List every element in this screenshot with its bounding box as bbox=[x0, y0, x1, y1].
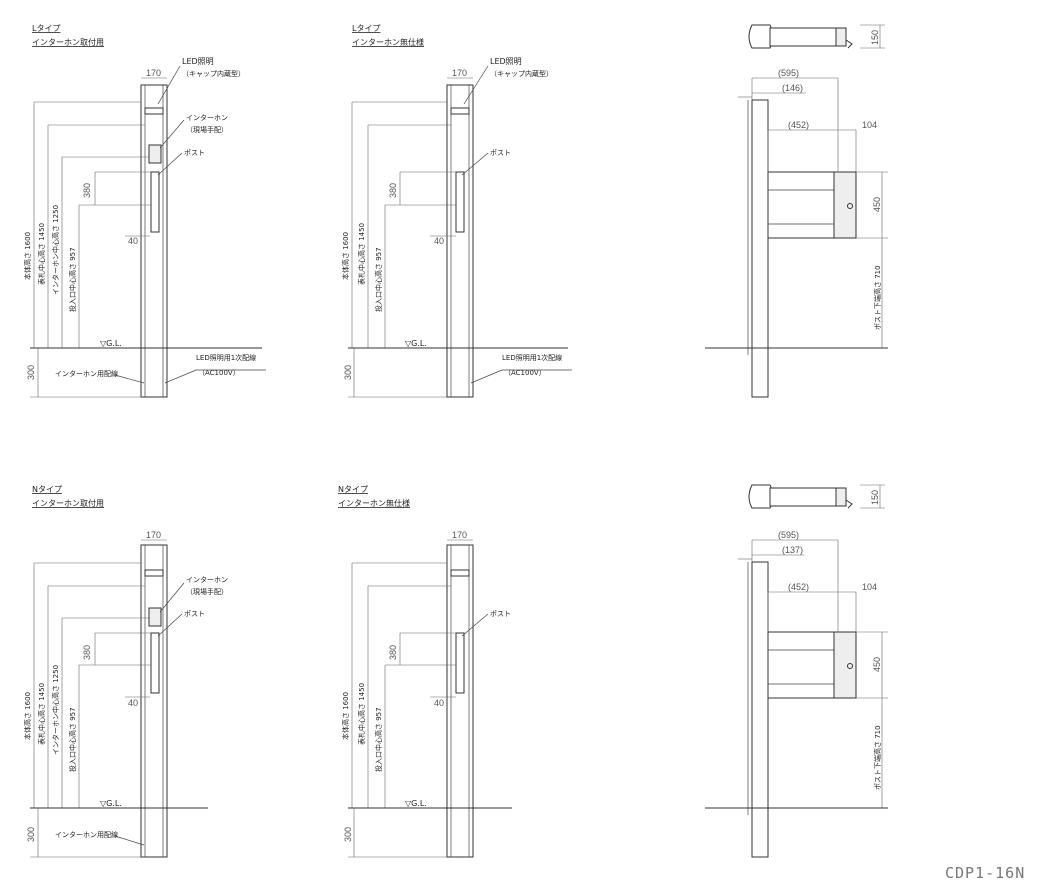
svg-text:▽G.L.: ▽G.L. bbox=[100, 339, 122, 348]
svg-text:450: 450 bbox=[872, 197, 882, 212]
svg-text:ポスト: ポスト bbox=[490, 149, 511, 157]
svg-text:▽G.L.: ▽G.L. bbox=[100, 799, 122, 808]
svg-text:170: 170 bbox=[452, 68, 467, 78]
svg-text:380: 380 bbox=[388, 645, 398, 660]
svg-text:150: 150 bbox=[870, 30, 880, 45]
panel-type-label: Nタイプ bbox=[338, 485, 368, 494]
panel-l-with-intercom: Lタイプ インターホン取付用 170 380 40 本体高さ 1600 表札中心… bbox=[23, 24, 266, 398]
panel-sub-label: インターホン無仕様 bbox=[338, 498, 410, 508]
svg-text:インターホン: インターホン bbox=[186, 113, 228, 122]
svg-text:150: 150 bbox=[870, 490, 880, 505]
svg-text:▽G.L.: ▽G.L. bbox=[405, 799, 427, 808]
svg-text:（現場手配）: （現場手配） bbox=[186, 587, 228, 596]
svg-text:LED照明用1次配線: LED照明用1次配線 bbox=[196, 353, 256, 362]
svg-text:投入口中心高さ 957: 投入口中心高さ 957 bbox=[374, 247, 383, 312]
post-slot bbox=[455, 632, 465, 694]
svg-text:表札中心高さ 1450: 表札中心高さ 1450 bbox=[37, 223, 46, 285]
svg-text:本体高さ 1600: 本体高さ 1600 bbox=[341, 692, 350, 740]
post-slot bbox=[150, 632, 160, 694]
svg-text:300: 300 bbox=[26, 365, 36, 380]
svg-text:(452): (452) bbox=[788, 582, 809, 592]
svg-text:(595): (595) bbox=[778, 530, 799, 540]
svg-text:本体高さ 1600: 本体高さ 1600 bbox=[23, 232, 32, 280]
svg-text:（キャップ内蔵型）: （キャップ内蔵型） bbox=[490, 69, 553, 78]
panel-n-with-intercom: Nタイプ インターホン取付用 170 380 40 本体高さ 1600 表札中心… bbox=[23, 485, 228, 858]
svg-text:ポスト: ポスト bbox=[490, 610, 511, 618]
svg-text:380: 380 bbox=[82, 183, 92, 198]
svg-text:300: 300 bbox=[26, 827, 36, 842]
panel-l-side-view: 150 (595) (146) (452) 104 450 ポスト下端高さ 71… bbox=[705, 24, 888, 398]
panel-type-label: Nタイプ bbox=[32, 485, 62, 494]
panel-type-label: Lタイプ bbox=[32, 24, 60, 33]
panel-n-side-view: 150 (595) (137) (452) 104 450 ポスト下端高さ 71… bbox=[705, 484, 888, 858]
svg-text:（AC100V）: （AC100V） bbox=[504, 369, 546, 377]
drawing-code: CDP1-16N bbox=[945, 864, 1025, 882]
svg-text:インターホン用配線: インターホン用配線 bbox=[55, 369, 118, 378]
svg-text:表札中心高さ 1450: 表札中心高さ 1450 bbox=[357, 683, 366, 745]
svg-text:表札中心高さ 1450: 表札中心高さ 1450 bbox=[37, 683, 46, 745]
panel-l-without-intercom: Lタイプ インターホン無仕様 170 380 40 本体高さ 1600 表札中心… bbox=[341, 24, 572, 398]
svg-text:インターホン中心高さ 1250: インターホン中心高さ 1250 bbox=[51, 665, 60, 755]
svg-text:170: 170 bbox=[452, 530, 467, 540]
svg-text:(595): (595) bbox=[778, 68, 799, 78]
svg-text:40: 40 bbox=[434, 236, 444, 246]
svg-text:40: 40 bbox=[128, 236, 138, 246]
svg-text:（現場手配）: （現場手配） bbox=[186, 125, 228, 134]
pole-side bbox=[751, 99, 769, 398]
svg-text:ポスト下端高さ 710: ポスト下端高さ 710 bbox=[873, 265, 882, 330]
svg-text:380: 380 bbox=[82, 645, 92, 660]
svg-text:LED照明: LED照明 bbox=[490, 57, 522, 66]
intercom-unit bbox=[148, 607, 162, 627]
svg-text:本体高さ 1600: 本体高さ 1600 bbox=[341, 232, 350, 280]
pole-side bbox=[751, 561, 769, 858]
svg-text:LED照明用1次配線: LED照明用1次配線 bbox=[502, 353, 562, 362]
svg-text:LED照明: LED照明 bbox=[182, 57, 214, 66]
post-door bbox=[833, 631, 857, 699]
panel-sub-label: インターホン取付用 bbox=[32, 498, 104, 508]
svg-text:表札中心高さ 1450: 表札中心高さ 1450 bbox=[357, 223, 366, 285]
svg-text:450: 450 bbox=[872, 657, 882, 672]
svg-text:本体高さ 1600: 本体高さ 1600 bbox=[23, 692, 32, 740]
post-body bbox=[767, 631, 835, 699]
svg-text:40: 40 bbox=[434, 698, 444, 708]
svg-text:投入口中心高さ 957: 投入口中心高さ 957 bbox=[374, 707, 383, 772]
svg-text:300: 300 bbox=[343, 365, 353, 380]
svg-text:ポスト: ポスト bbox=[184, 149, 205, 157]
svg-text:インターホン: インターホン bbox=[186, 575, 228, 584]
svg-text:(146): (146) bbox=[782, 83, 803, 93]
post-slot bbox=[150, 171, 160, 233]
svg-text:104: 104 bbox=[862, 120, 877, 130]
svg-text:投入口中心高さ 957: 投入口中心高さ 957 bbox=[68, 707, 77, 772]
svg-text:300: 300 bbox=[343, 827, 353, 842]
svg-text:104: 104 bbox=[862, 582, 877, 592]
post-body bbox=[767, 171, 835, 239]
svg-text:(452): (452) bbox=[788, 120, 809, 130]
panel-sub-label: インターホン無仕様 bbox=[352, 37, 424, 47]
svg-text:インターホン中心高さ 1250: インターホン中心高さ 1250 bbox=[51, 205, 60, 295]
post-slot bbox=[455, 171, 465, 233]
svg-text:170: 170 bbox=[146, 530, 161, 540]
svg-text:▽G.L.: ▽G.L. bbox=[405, 339, 427, 348]
svg-text:投入口中心高さ 957: 投入口中心高さ 957 bbox=[68, 247, 77, 312]
svg-text:（AC100V）: （AC100V） bbox=[198, 369, 240, 377]
panel-sub-label: インターホン取付用 bbox=[32, 37, 104, 47]
svg-text:(137): (137) bbox=[782, 545, 803, 555]
svg-text:インターホン用配線: インターホン用配線 bbox=[55, 830, 118, 839]
svg-text:380: 380 bbox=[388, 183, 398, 198]
post-door bbox=[833, 171, 857, 239]
svg-text:ポスト: ポスト bbox=[184, 610, 205, 618]
svg-text:170: 170 bbox=[146, 68, 161, 78]
svg-text:ポスト下端高さ 710: ポスト下端高さ 710 bbox=[873, 725, 882, 790]
svg-text:（キャップ内蔵型）: （キャップ内蔵型） bbox=[182, 69, 245, 78]
panel-type-label: Lタイプ bbox=[352, 24, 380, 33]
svg-text:40: 40 bbox=[128, 698, 138, 708]
panel-n-without-intercom: Nタイプ インターホン無仕様 170 380 40 本体高さ 1600 表札中心… bbox=[338, 485, 512, 858]
intercom-unit bbox=[148, 144, 162, 164]
